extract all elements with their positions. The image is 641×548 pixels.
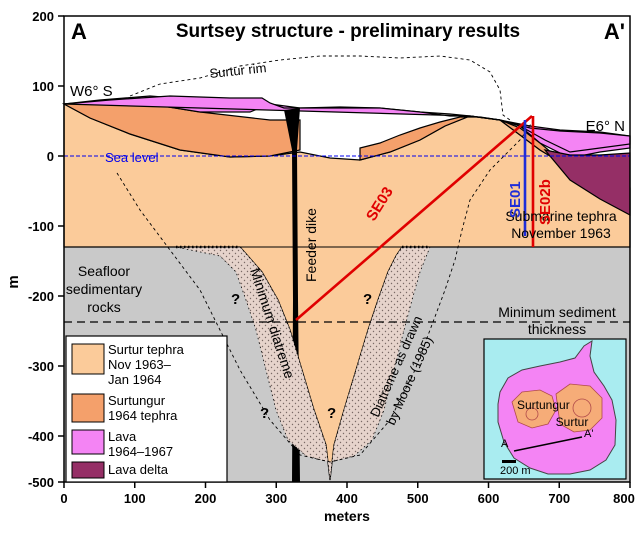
inset-section-line bbox=[513, 436, 583, 452]
section-start-label: A bbox=[71, 19, 87, 44]
west-direction-label: W6° S bbox=[70, 83, 113, 100]
y-tick-label: -200 bbox=[28, 289, 54, 304]
x-tick-label: 600 bbox=[478, 491, 500, 506]
x-tick-label: 200 bbox=[195, 491, 217, 506]
y-tick-label: 200 bbox=[32, 9, 54, 24]
lava-cap bbox=[63, 95, 631, 153]
inset-a-prime-label: A' bbox=[584, 428, 593, 440]
minimum-sediment-label-line-2: thickness bbox=[528, 321, 586, 337]
legend-label-surtungur-1: Surtungur bbox=[108, 393, 166, 408]
legend-label-surtur-tephra-2: Nov 1963– bbox=[108, 357, 172, 372]
se01-label: SE01 bbox=[507, 181, 524, 218]
question-mark: ? bbox=[327, 405, 336, 422]
legend: Surtur tephra Nov 1963– Jan 1964 Surtung… bbox=[65, 335, 228, 483]
inset-a-label: A bbox=[501, 438, 509, 450]
y-tick-label: 0 bbox=[47, 149, 54, 164]
y-axis: 200 100 0 -100 -200 -300 -400 -500 m bbox=[5, 9, 64, 490]
minimum-sediment-label-line-1: Minimum sediment bbox=[498, 304, 616, 320]
x-tick-label: 700 bbox=[548, 491, 570, 506]
seafloor-label-line-1: Seafloor bbox=[78, 263, 130, 279]
x-axis: 0 100 200 300 400 500 600 700 800 meters bbox=[60, 482, 635, 524]
inset-scale-bar bbox=[502, 460, 516, 463]
legend-swatch-lava-delta bbox=[71, 461, 105, 479]
x-tick-label: 500 bbox=[407, 491, 429, 506]
borehole-se03 bbox=[295, 115, 533, 321]
submarine-tephra-label-line-2: November 1963 bbox=[511, 225, 611, 241]
legend-label-lava-2: 1964–1967 bbox=[108, 444, 173, 459]
sea-level-label: Sea level bbox=[105, 150, 159, 165]
question-mark: ? bbox=[231, 291, 240, 308]
y-tick-label: -300 bbox=[28, 359, 54, 374]
legend-label-surtur-tephra-3: Jan 1964 bbox=[108, 372, 162, 387]
y-tick-label: 100 bbox=[32, 79, 54, 94]
inset-surtungur-label: Surtungur bbox=[517, 398, 570, 412]
x-tick-label: 100 bbox=[124, 491, 146, 506]
legend-label-surtungur-2: 1964 tephra bbox=[108, 408, 178, 423]
seafloor-label-line-2: sedimentary bbox=[66, 281, 142, 297]
diagram-title: Surtsey structure - preliminary results bbox=[176, 21, 520, 42]
inset-surtungur-crater bbox=[511, 389, 557, 429]
inset-surtur-label: Surtur bbox=[556, 415, 589, 429]
legend-label-lava-1: Lava bbox=[108, 429, 137, 444]
surtur-rim-outline bbox=[129, 55, 511, 121]
inset-map: Surtungur Surtur A A' 200 m bbox=[483, 338, 627, 480]
section-end-label: A' bbox=[604, 19, 625, 44]
legend-swatch-surtur-tephra bbox=[71, 343, 105, 375]
surtur-rim-label: Surtur rim bbox=[209, 60, 267, 81]
seafloor-label-line-3: rocks bbox=[87, 299, 120, 315]
question-mark: ? bbox=[260, 405, 269, 422]
se02b-label: SE02b bbox=[537, 179, 554, 225]
feeder-dike-label: Feeder dike bbox=[303, 208, 319, 282]
x-tick-label: 0 bbox=[60, 491, 67, 506]
x-tick-label: 400 bbox=[336, 491, 358, 506]
y-tick-label: -500 bbox=[28, 475, 54, 490]
inset-scale-label: 200 m bbox=[500, 465, 531, 477]
minimum-diatreme bbox=[175, 246, 431, 481]
question-mark: ? bbox=[363, 291, 372, 308]
moore-diatreme-outline bbox=[116, 117, 536, 463]
legend-swatch-surtungur-tephra bbox=[71, 393, 105, 423]
east-direction-label: E6° N bbox=[586, 118, 625, 135]
x-tick-label: 800 bbox=[613, 491, 635, 506]
inset-surtur-crater bbox=[555, 383, 603, 433]
y-tick-label: -400 bbox=[28, 429, 54, 444]
legend-label-lava-delta: Lava delta bbox=[108, 462, 169, 477]
y-axis-label: m bbox=[5, 275, 22, 288]
x-tick-label: 300 bbox=[265, 491, 287, 506]
x-axis-label: meters bbox=[324, 508, 370, 524]
submarine-tephra-label-line-1: Submarine tephra bbox=[505, 208, 617, 224]
legend-label-surtur-tephra-1: Surtur tephra bbox=[108, 342, 185, 357]
inset-island-outline bbox=[497, 340, 617, 475]
legend-swatch-lava bbox=[71, 429, 105, 455]
y-tick-label: -100 bbox=[28, 219, 54, 234]
